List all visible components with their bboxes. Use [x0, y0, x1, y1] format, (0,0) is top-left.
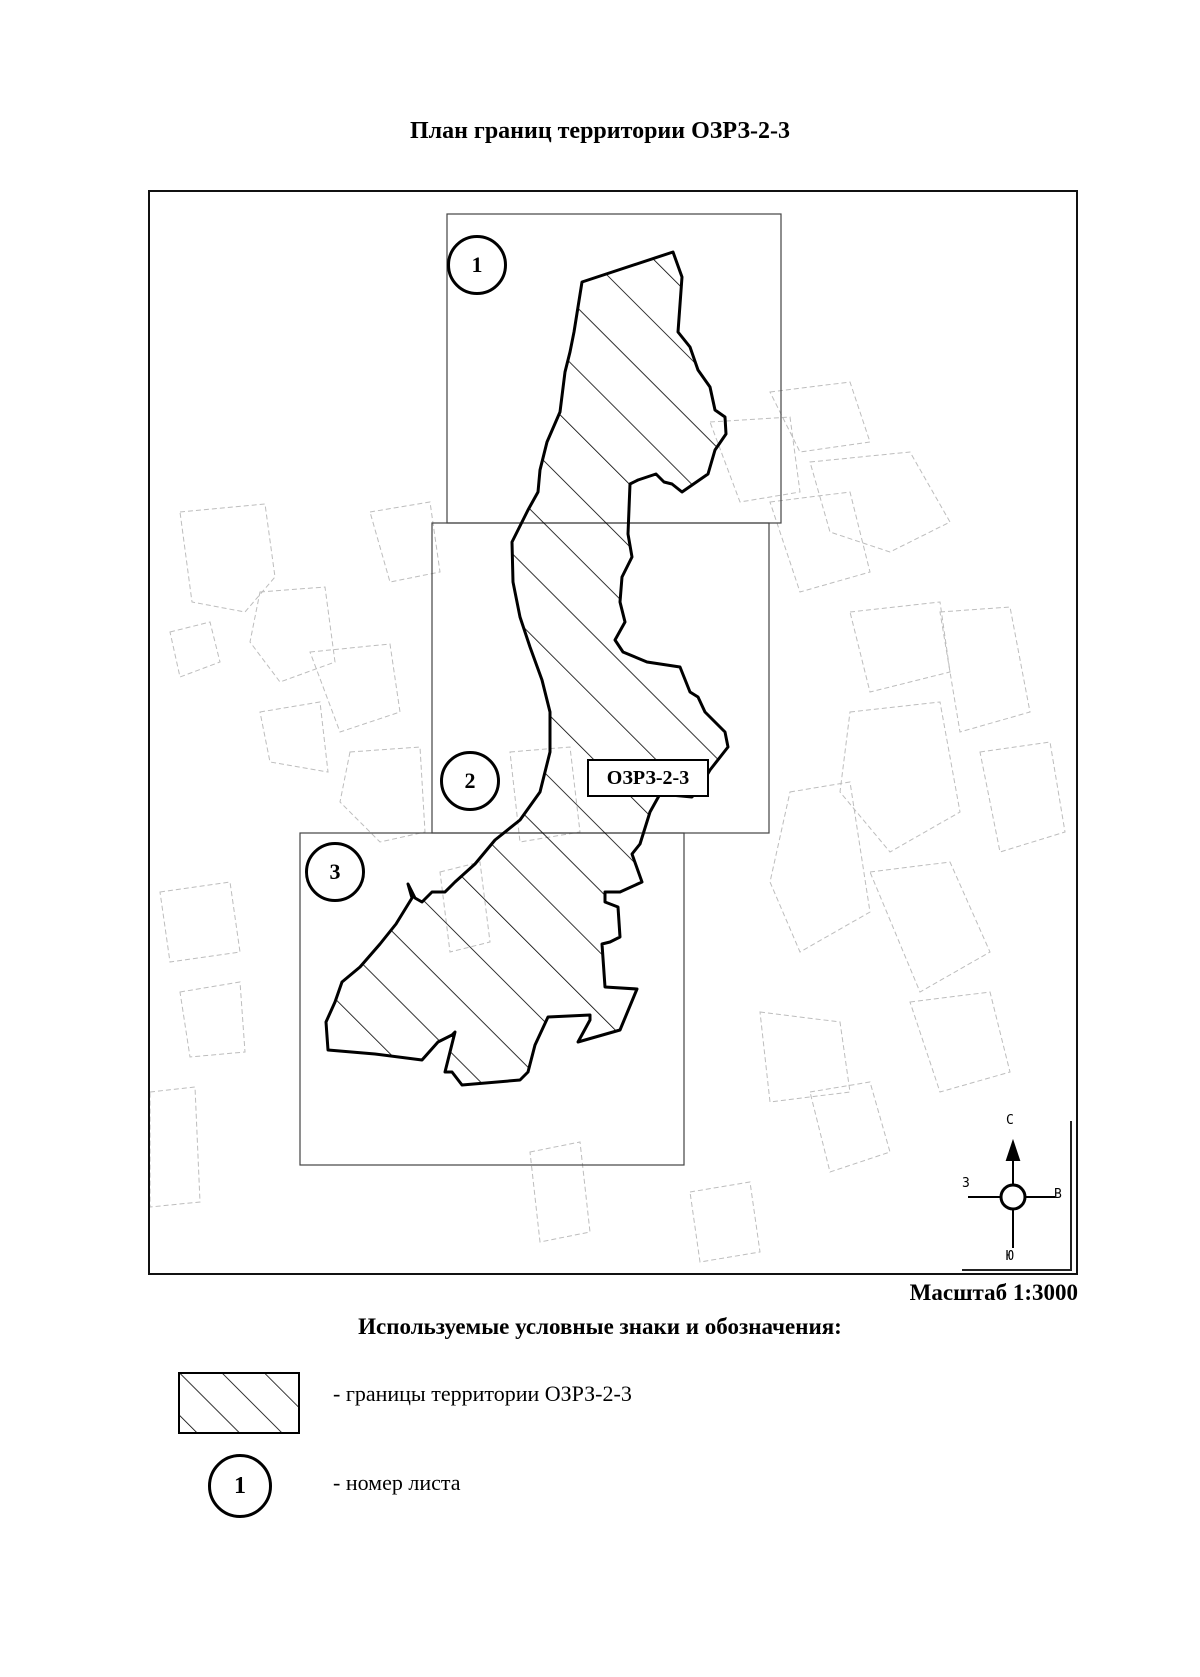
sheet-number-3: 3	[305, 842, 365, 902]
scale-label: Масштаб 1:3000	[909, 1280, 1078, 1305]
compass-north-label: С	[1006, 1113, 1014, 1128]
legend-item-sheet-label: - номер листа	[333, 1470, 461, 1495]
compass-west-label: З	[962, 1176, 970, 1191]
legend-title: Используемые условные знаки и обозначени…	[358, 1314, 842, 1339]
legend-hatch-swatch	[178, 1372, 300, 1434]
compass-east-label: В	[1054, 1187, 1062, 1202]
sheet-number-1: 1	[447, 235, 507, 295]
map-canvas	[150, 213, 1066, 1263]
legend-sheet-circle: 1	[208, 1454, 272, 1518]
compass-south-label: Ю	[1006, 1249, 1014, 1264]
legend-item-zone-label: - границы территории ОЗРЗ-2-3	[333, 1381, 632, 1406]
map-frame: ОЗРЗ-2-3 1 2 3 С Ю З В	[148, 190, 1078, 1275]
compass-rose	[968, 1138, 1055, 1248]
zone-boundary	[324, 250, 730, 1087]
compass-frame: С Ю З В	[962, 1113, 1072, 1271]
zone-label: ОЗРЗ-2-3	[587, 759, 709, 797]
page-title: План границ территории ОЗРЗ-2-3	[409, 118, 791, 144]
sheet-number-2: 2	[440, 751, 500, 811]
